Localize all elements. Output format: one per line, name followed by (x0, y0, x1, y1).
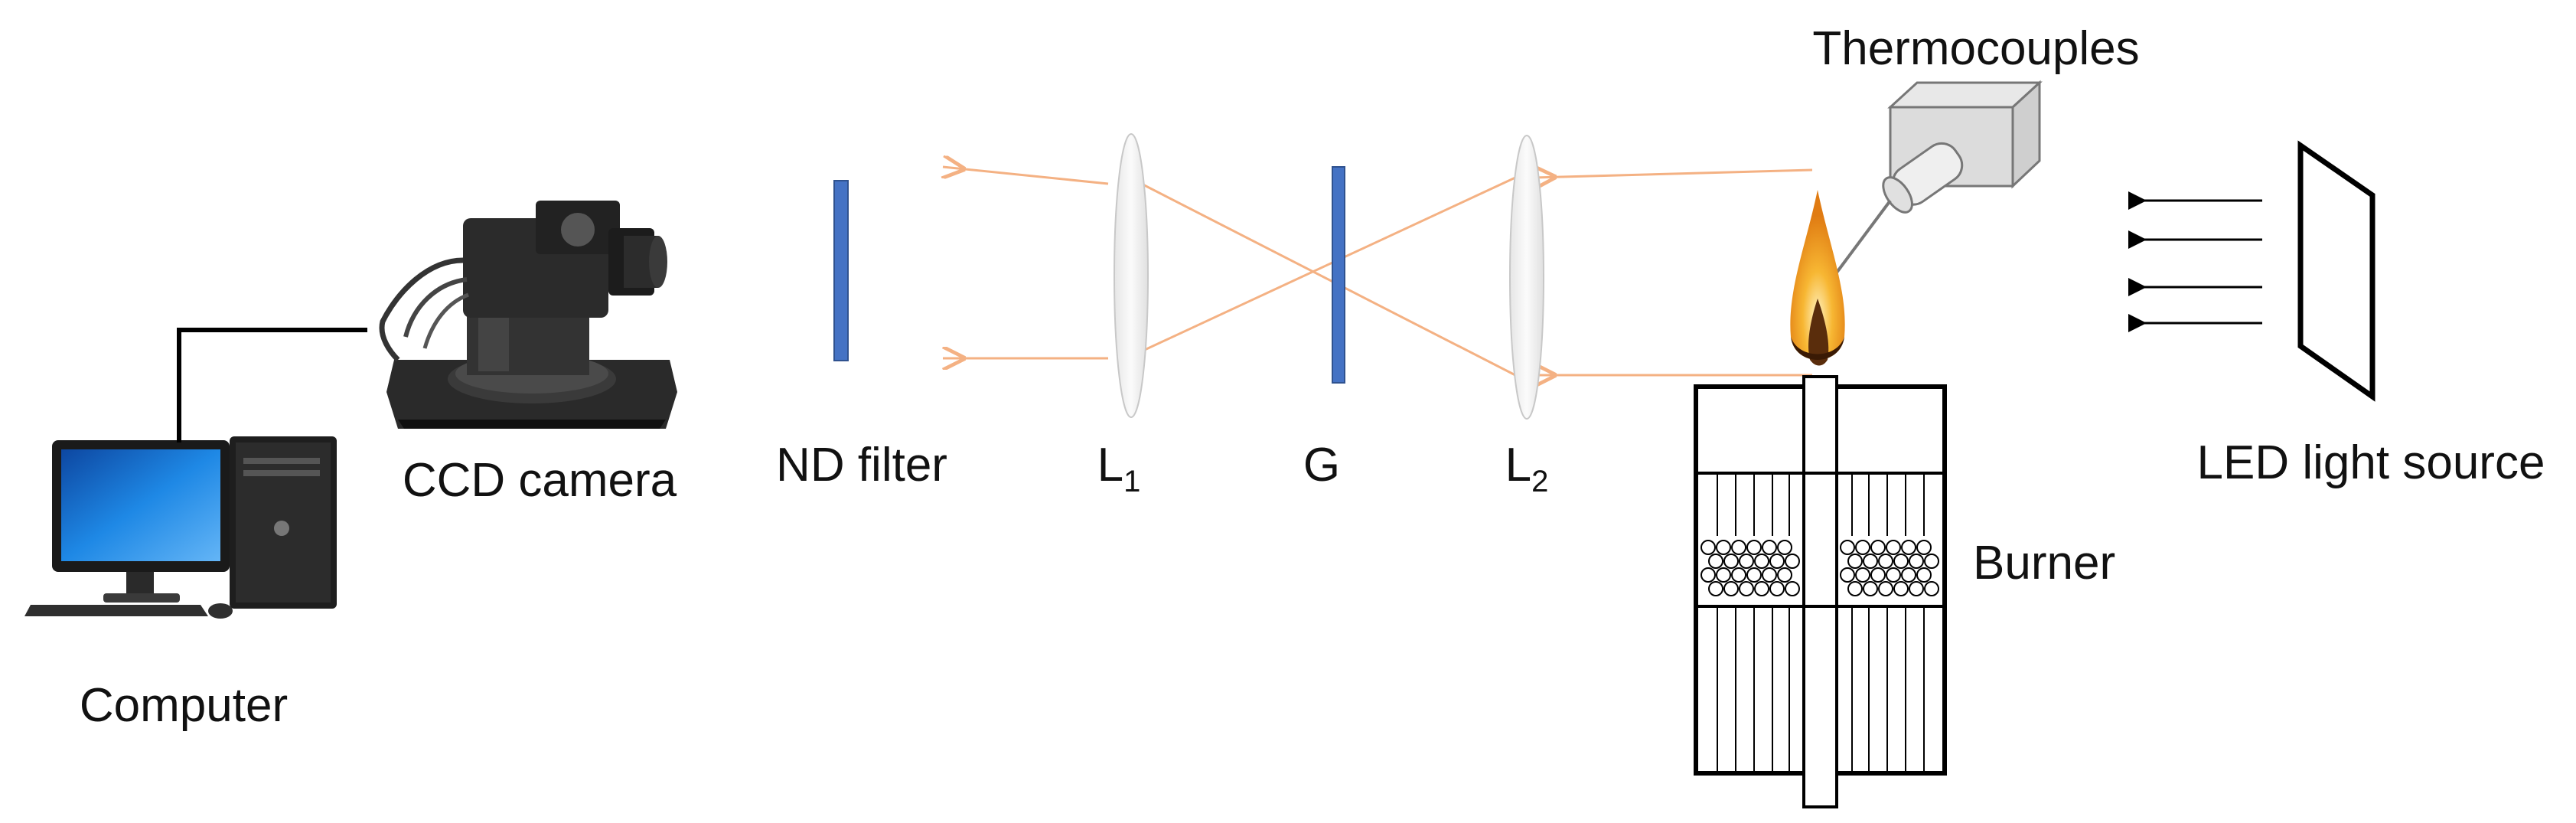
label-grating: G (1303, 439, 1340, 492)
thermocouple-box-icon (1826, 80, 2043, 286)
beam-upper-lens1-to-filter (943, 167, 1109, 185)
light-beams (943, 167, 1813, 377)
thermocouple-probe (1826, 199, 1892, 286)
flame-icon (1790, 190, 1845, 366)
label-lens-l1-index: 1 (1123, 465, 1140, 498)
ccd-camera-icon (379, 201, 677, 429)
beam-cross-up (1126, 176, 1516, 360)
nd-filter-plate (833, 180, 849, 361)
label-ccd-camera: CCD camera (403, 454, 677, 507)
beam-upper-source-to-lens2 (1534, 170, 1813, 178)
label-thermocouples: Thermocouples (1812, 22, 2139, 75)
lens-l1 (1114, 133, 1149, 418)
led-light-arrows (2128, 191, 2262, 332)
label-led-light-source: LED light source (2197, 436, 2545, 489)
label-lens-l1-letter: L (1097, 439, 1123, 492)
computer-icon (24, 436, 337, 619)
label-lens-l2-index: 2 (1531, 465, 1548, 498)
beam-cross-down (1123, 173, 1516, 377)
led-light-source-panel (2297, 140, 2375, 402)
label-lens-l2-letter: L (1505, 439, 1531, 492)
grating-plate (1332, 166, 1345, 384)
lens-l2 (1509, 135, 1544, 420)
label-burner: Burner (1973, 537, 2115, 589)
label-lens-l2: L2 (1505, 439, 1549, 498)
computer-camera-cable (177, 328, 367, 443)
label-lens-l1: L1 (1097, 439, 1141, 498)
label-nd-filter: ND filter (776, 439, 947, 492)
label-computer: Computer (80, 679, 288, 732)
burner-drawing (1694, 375, 1947, 808)
